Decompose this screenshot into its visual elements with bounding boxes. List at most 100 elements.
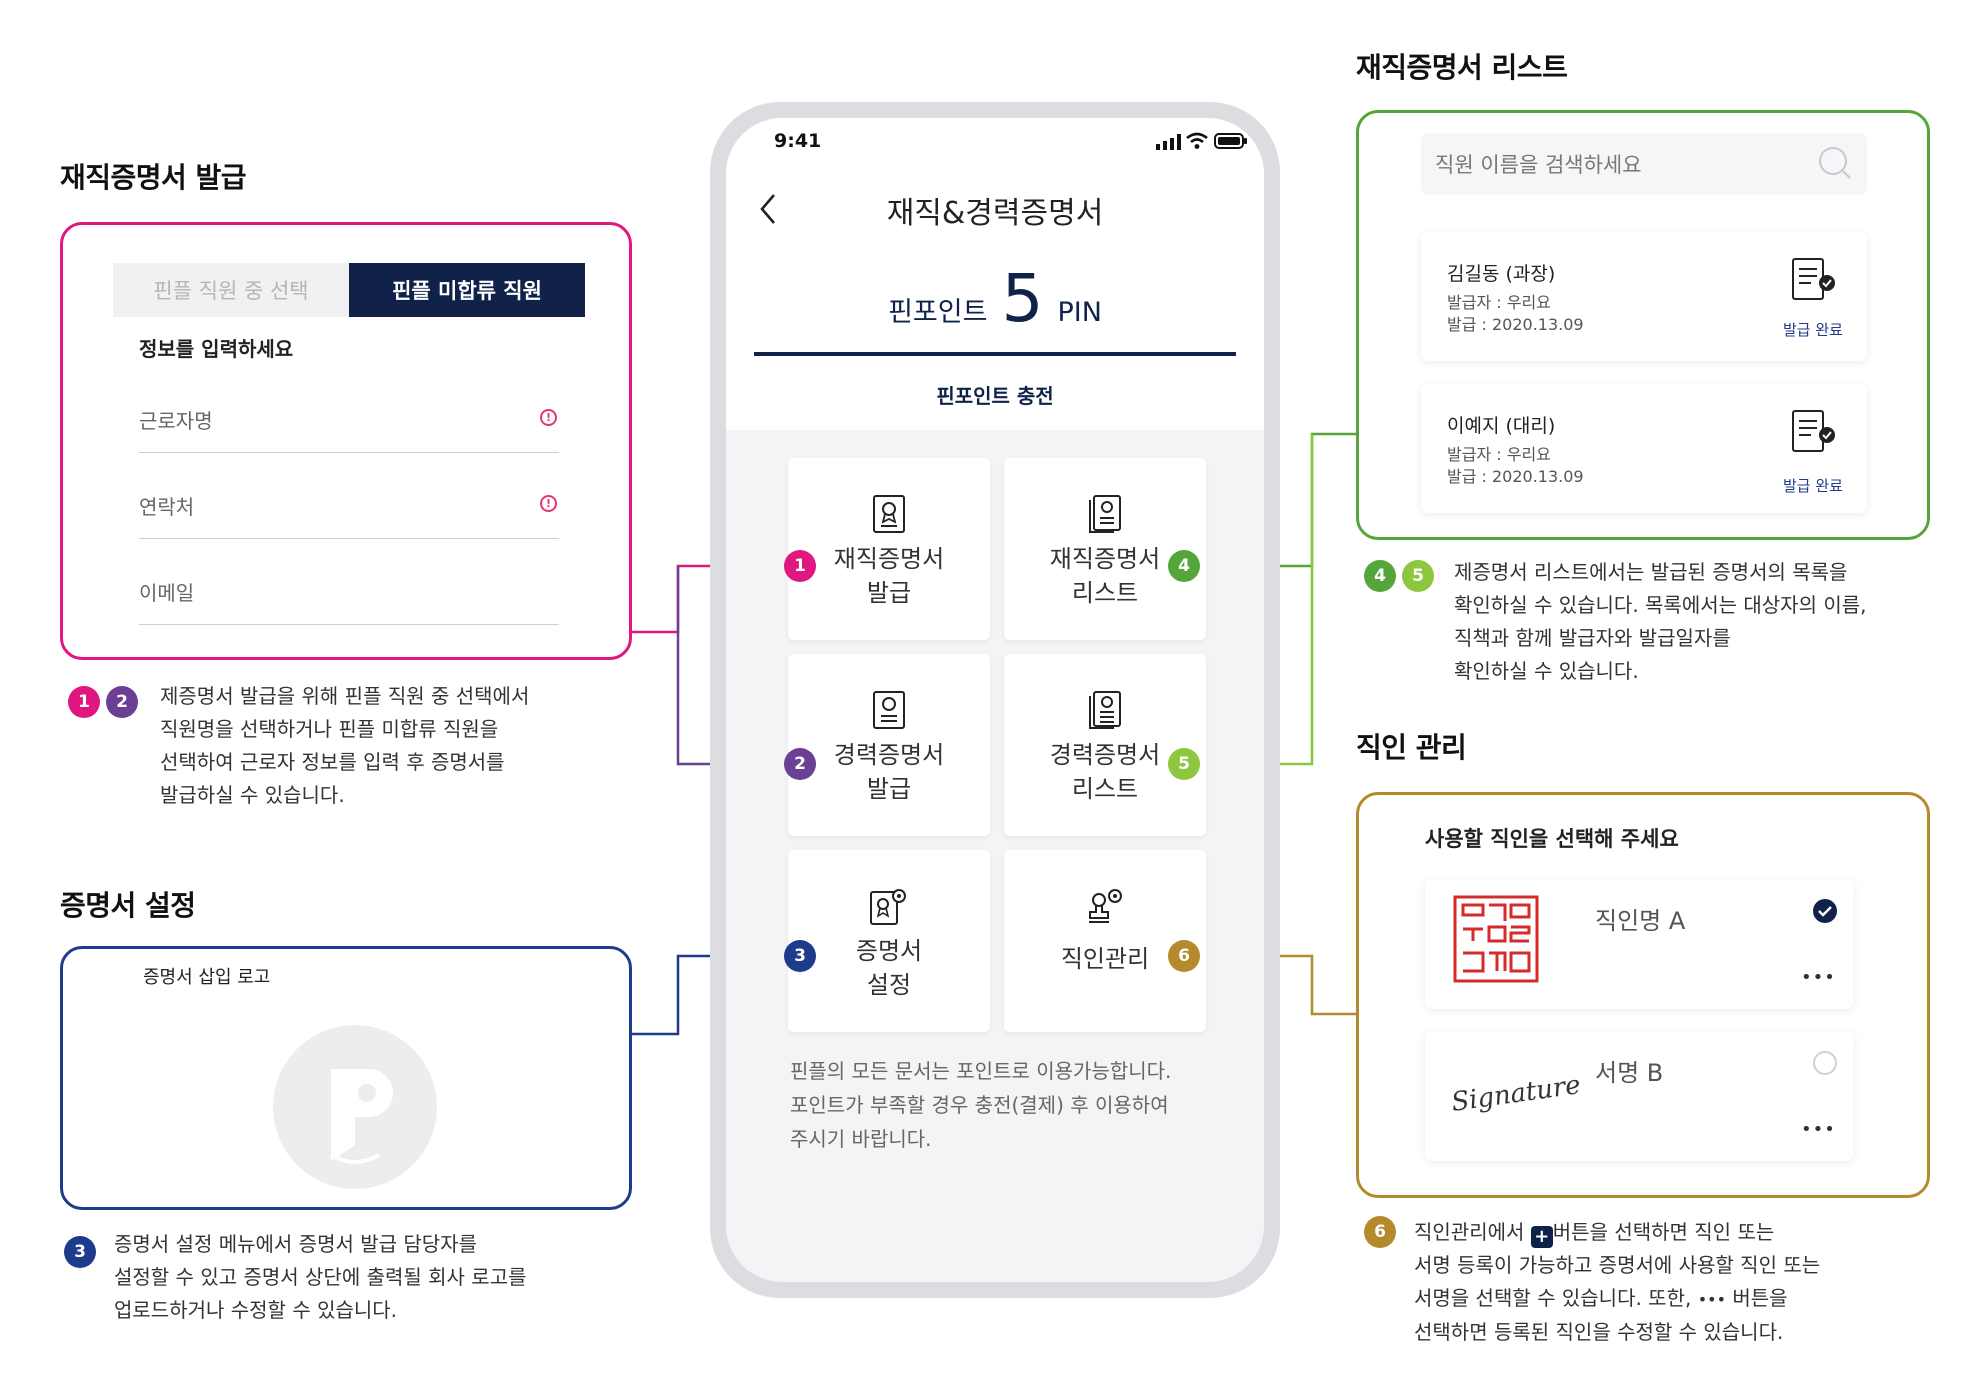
worker-name-field[interactable]: 근로자명 ! [139, 405, 559, 453]
unselected-radio-icon[interactable] [1811, 1049, 1839, 1077]
seal-item[interactable]: Signature 서명 B ••• [1425, 1031, 1853, 1161]
badge-1: 1 [68, 686, 100, 718]
more-options-icon[interactable]: ••• [1801, 1119, 1836, 1140]
badge-2: 2 [106, 686, 138, 718]
tab-select-employee[interactable]: 핀플 직원 중 선택 [113, 263, 349, 317]
tile-career-list[interactable]: 경력증명서 리스트 [1004, 654, 1206, 836]
seal-panel: 사용할 직인을 선택해 주세요 직인명 A ••• Signature 서명 B… [1356, 792, 1930, 1198]
worker-name-placeholder: 근로자명 [139, 409, 213, 433]
tile-badge-1: 1 [784, 550, 816, 582]
tile-certificate-settings[interactable]: 증명서 설정 [788, 850, 990, 1032]
signature-image: Signature [1449, 1070, 1583, 1118]
more-dots-icon: ••• [1697, 1290, 1727, 1309]
tile-label: 재직증명서 리스트 [1049, 545, 1161, 607]
phone-placeholder: 연락처 [139, 495, 195, 519]
issue-date: 발급 : 2020.13.09 [1447, 467, 1584, 486]
points-notice: 핀플의 모든 문서는 포인트로 이용가능합니다. 포인트가 부족할 경우 충전(… [790, 1059, 1172, 1151]
signal-icon [1156, 134, 1181, 150]
tile-label: 증명서 설정 [855, 937, 923, 999]
badge-6: 6 [1364, 1216, 1396, 1248]
issued-document-icon [1792, 258, 1835, 300]
badge-5: 5 [1402, 560, 1434, 592]
employee-name: 김길동 (과장) [1447, 263, 1556, 285]
list-section-title: 재직증명서 리스트 [1356, 51, 1568, 84]
seal-item[interactable]: 직인명 A ••• [1425, 879, 1853, 1009]
screen-title: 재직&경력증명서 [886, 196, 1104, 231]
seal-name: 서명 B [1595, 1059, 1664, 1087]
badge-4: 4 [1364, 560, 1396, 592]
certificate-list-icon [1089, 691, 1121, 729]
tile-badge-2: 2 [784, 748, 816, 780]
tile-label: 재직증명서 발급 [833, 545, 945, 607]
pinple-logo-icon [329, 1069, 393, 1164]
points-label: 핀포인트 [888, 297, 988, 328]
phone-screen: 9:41 재직&경력증명서 핀포인트 5 PIN [726, 118, 1264, 1282]
seal-prompt: 사용할 직인을 선택해 주세요 [1425, 827, 1679, 851]
tile-career-issue[interactable]: 경력증명서 발급 [788, 654, 990, 836]
tile-badge-3: 3 [784, 940, 816, 972]
tile-employment-issue[interactable]: 재직증명서 발급 [788, 458, 990, 640]
list-panel: 직원 이름을 검색하세요 김길동 (과장) 발급자 : 우리요 발급 : 202… [1356, 110, 1930, 540]
more-options-icon[interactable]: ••• [1801, 967, 1836, 988]
list-badges: 4 5 [1364, 560, 1434, 592]
list-item[interactable]: 김길동 (과장) 발급자 : 우리요 발급 : 2020.13.09 발급 완료 [1421, 231, 1867, 361]
required-alert-icon: ! [540, 495, 557, 512]
tile-label: 직인관리 [1060, 945, 1150, 973]
settings-panel: 증명서 삽입 로고 [60, 946, 632, 1210]
issue-section-title: 재직증명서 발급 [60, 161, 247, 194]
form-prompt: 정보를 입력하세요 [139, 337, 294, 361]
email-placeholder: 이메일 [139, 581, 195, 605]
search-placeholder: 직원 이름을 검색하세요 [1435, 153, 1642, 177]
settings-description: 증명서 설정 메뉴에서 증명서 발급 담당자를 설정할 수 있고 증명서 상단에… [114, 1232, 527, 1322]
tile-employment-list[interactable]: 재직증명서 리스트 [1004, 458, 1206, 640]
battery-icon [1214, 133, 1247, 149]
back-chevron-icon[interactable] [758, 192, 778, 226]
seal-name: 직인명 A [1595, 907, 1686, 935]
charge-points-button[interactable]: 핀포인트 충전 [936, 384, 1054, 408]
issued-document-icon [1792, 410, 1835, 452]
issuer: 발급자 : 우리요 [1447, 293, 1551, 312]
search-bar[interactable]: 직원 이름을 검색하세요 [1421, 133, 1867, 195]
issue-badges: 1 2 [68, 686, 138, 718]
red-seal-stamp [1453, 895, 1539, 983]
issue-status: 발급 완료 [1783, 477, 1843, 495]
email-field[interactable]: 이메일 [139, 577, 559, 625]
seal-settings-icon [1089, 889, 1122, 923]
required-alert-icon: ! [540, 409, 557, 426]
search-icon[interactable] [1817, 145, 1853, 181]
wifi-icon [1186, 132, 1208, 149]
points-value: 5 [1001, 260, 1044, 337]
issue-panel: 핀플 직원 중 선택 핀플 미합류 직원 정보를 입력하세요 근로자명 ! 연락… [60, 222, 632, 660]
issue-date: 발급 : 2020.13.09 [1447, 315, 1584, 334]
tab-unjoined-employee[interactable]: 핀플 미합류 직원 [349, 263, 585, 317]
seal-section-title: 직인 관리 [1356, 731, 1467, 764]
phone-field[interactable]: 연락처 ! [139, 491, 559, 539]
settings-badges: 3 [64, 1236, 96, 1268]
settings-section-title: 증명서 설정 [60, 889, 196, 922]
selected-check-icon[interactable] [1811, 897, 1839, 925]
certificate-icon [873, 495, 905, 533]
seal-badges: 6 [1364, 1216, 1396, 1248]
badge-3: 3 [64, 1236, 96, 1268]
certificate-list-icon [1089, 495, 1121, 533]
list-description: 제증명서 리스트에서는 발급된 증명서의 목록을 확인하실 수 있습니다. 목록… [1454, 560, 1867, 683]
list-item[interactable]: 이예지 (대리) 발급자 : 우리요 발급 : 2020.13.09 발급 완료 [1421, 383, 1867, 513]
tile-badge-6: 6 [1168, 940, 1200, 972]
employee-name: 이예지 (대리) [1447, 415, 1556, 437]
tile-seal-management[interactable]: 직인관리 [1004, 850, 1206, 1032]
logo-label: 증명서 삽입 로고 [143, 967, 271, 988]
tile-label: 경력증명서 리스트 [1049, 741, 1161, 803]
logo-upload[interactable] [273, 1025, 437, 1189]
tile-badge-5: 5 [1168, 748, 1200, 780]
issue-description: 제증명서 발급을 위해 핀플 직원 중 선택에서 직원명을 선택하거나 핀플 미… [160, 684, 530, 807]
issuer: 발급자 : 우리요 [1447, 445, 1551, 464]
tile-label: 경력증명서 발급 [833, 741, 945, 803]
status-time: 9:41 [774, 130, 822, 152]
points-unit: PIN [1057, 297, 1102, 328]
tile-badge-4: 4 [1168, 550, 1200, 582]
phone-mockup: 9:41 재직&경력증명서 핀포인트 5 PIN [710, 102, 1280, 1298]
certificate-settings-icon [870, 889, 906, 925]
points-display: 핀포인트 5 PIN [726, 266, 1264, 332]
certificate-icon [873, 691, 905, 729]
phone-header: 9:41 재직&경력증명서 핀포인트 5 PIN [726, 118, 1264, 430]
